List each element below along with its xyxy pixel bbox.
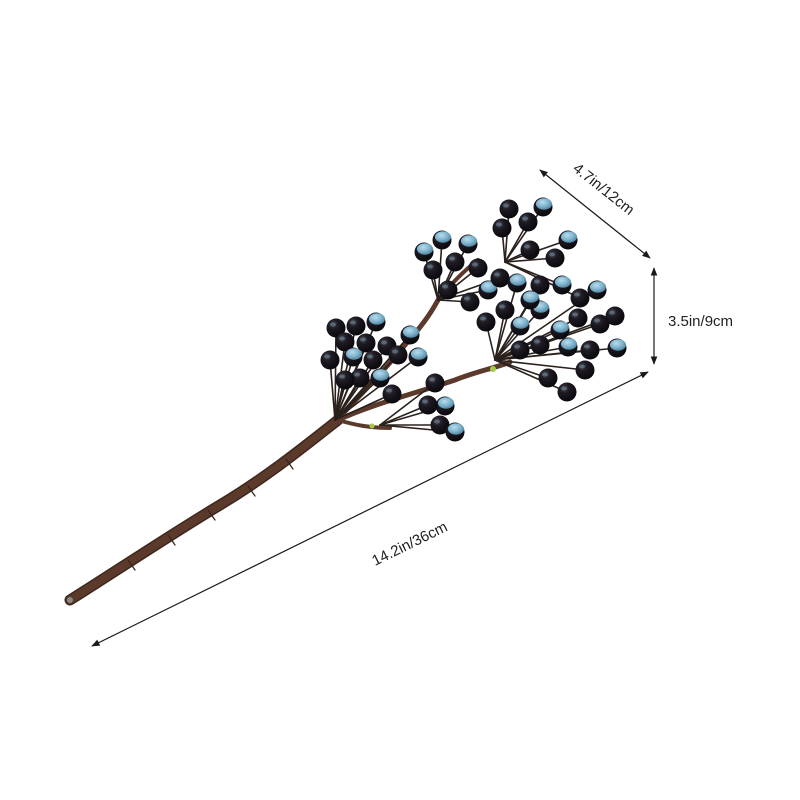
berry-clusters <box>320 197 627 442</box>
berry <box>445 252 465 272</box>
berry <box>538 368 558 388</box>
berry <box>558 230 578 250</box>
berry <box>430 415 450 435</box>
berry <box>346 316 366 336</box>
berry <box>530 275 550 295</box>
berry <box>356 333 376 353</box>
berry-twig <box>494 359 568 393</box>
berry <box>605 306 625 326</box>
berry-twig <box>379 382 436 426</box>
berry-twig <box>494 346 569 361</box>
berry-twig <box>334 377 381 421</box>
berry <box>518 212 538 232</box>
berry <box>418 395 438 415</box>
berry <box>507 273 527 293</box>
berry <box>545 248 565 268</box>
berry <box>370 368 390 388</box>
berry <box>460 292 480 312</box>
berry <box>335 370 355 390</box>
berry <box>550 320 570 340</box>
berry <box>343 347 363 367</box>
berry <box>587 280 607 300</box>
berry <box>520 240 540 260</box>
berry-twig <box>504 206 544 263</box>
berry <box>445 422 465 442</box>
berry <box>423 260 443 280</box>
width-label: 4.7in/12cm <box>570 160 638 219</box>
berry <box>558 337 578 357</box>
berry <box>476 312 496 332</box>
berry <box>530 335 550 355</box>
width-dimension-line <box>539 169 651 259</box>
berry <box>320 350 340 370</box>
berry <box>350 368 370 388</box>
berry <box>580 340 600 360</box>
berry-twig <box>334 356 419 421</box>
length-label: 14.2in/36cm <box>369 518 450 569</box>
berry <box>495 300 515 320</box>
berry <box>492 218 512 238</box>
berry <box>590 314 610 334</box>
berry <box>533 197 553 217</box>
berry <box>438 280 458 300</box>
berry <box>520 290 540 310</box>
berry <box>425 373 445 393</box>
berry <box>388 345 408 365</box>
berry <box>568 308 588 328</box>
berry <box>363 350 383 370</box>
berry <box>510 316 530 336</box>
berry-twig <box>494 282 518 361</box>
berry <box>557 382 577 402</box>
berry-twig <box>329 359 336 421</box>
length-dimension-line <box>91 371 649 647</box>
berry <box>499 199 519 219</box>
berry <box>458 234 478 254</box>
berry <box>575 360 595 380</box>
berry-twig <box>494 359 586 371</box>
berry <box>510 340 530 360</box>
berry <box>326 318 346 338</box>
berry <box>607 338 627 358</box>
berry <box>432 230 452 250</box>
dimension-lines <box>91 169 658 647</box>
height-label: 3.5in/9cm <box>668 313 733 330</box>
berry-twig <box>334 393 393 421</box>
berry <box>468 258 488 278</box>
berry <box>570 288 590 308</box>
berry <box>552 275 572 295</box>
berry <box>400 325 420 345</box>
main-stem <box>64 414 344 606</box>
berry <box>435 396 455 416</box>
berry <box>335 332 355 352</box>
berry <box>490 268 510 288</box>
berry <box>382 384 402 404</box>
berry <box>366 312 386 332</box>
berry <box>408 347 428 367</box>
berry <box>414 242 434 262</box>
